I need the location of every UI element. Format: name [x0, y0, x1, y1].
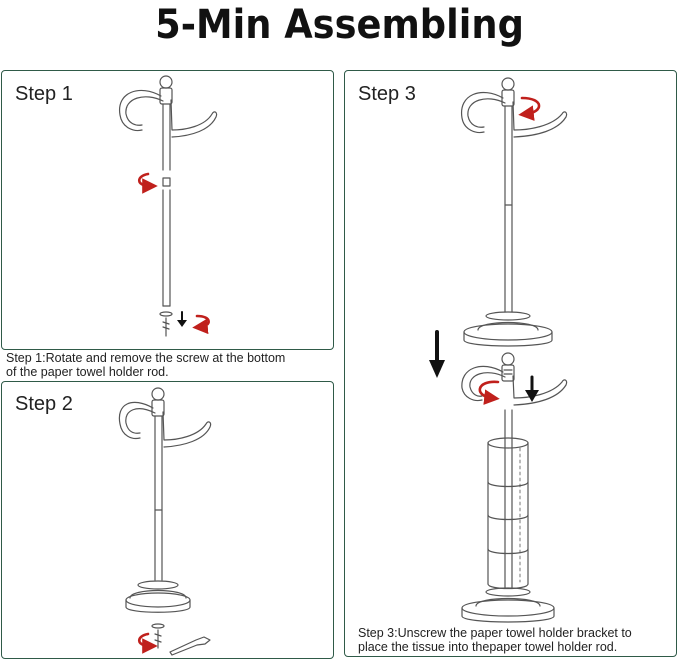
step-1-caption-line-1: Step 1:Rotate and remove the screw at th…: [6, 351, 286, 365]
page-title: 5-Min Assembling: [155, 2, 524, 48]
step-2-panel: [1, 381, 334, 659]
step-1-label: Step 1: [15, 83, 73, 105]
step-3-rotate-arrow-bottom: [478, 380, 500, 405]
step-3-upper-holder-drawing: [461, 77, 568, 347]
step-1-rotate-arrow-bottom: [192, 314, 210, 335]
step-1-holder-drawing: [119, 75, 218, 337]
step-3-caption-line-2: place the tissue into thepaper towel hol…: [358, 640, 618, 654]
step-3-small-down-arrow-icon: [525, 375, 539, 402]
step-2-rotate-arrow: [137, 632, 158, 654]
step-2-holder-drawing: [118, 387, 212, 656]
step-3-lower-holder-drawing: [461, 352, 568, 623]
step-3-caption-line-1: Step 3:Unscrew the paper towel holder br…: [358, 626, 632, 640]
step-1-panel: [1, 70, 334, 350]
step-3-panel: [344, 70, 677, 657]
step-1-caption-line-2: of the paper towel holder rod.: [6, 365, 169, 379]
step-1-rotate-arrow-top: [137, 172, 158, 194]
step-1-down-arrow-icon: [177, 311, 187, 327]
step-3-label: Step 3: [358, 83, 416, 105]
step-3-rotate-arrow-top: [518, 96, 541, 121]
step-3-large-down-arrow-icon: [429, 330, 445, 378]
step-2-label: Step 2: [15, 393, 73, 415]
